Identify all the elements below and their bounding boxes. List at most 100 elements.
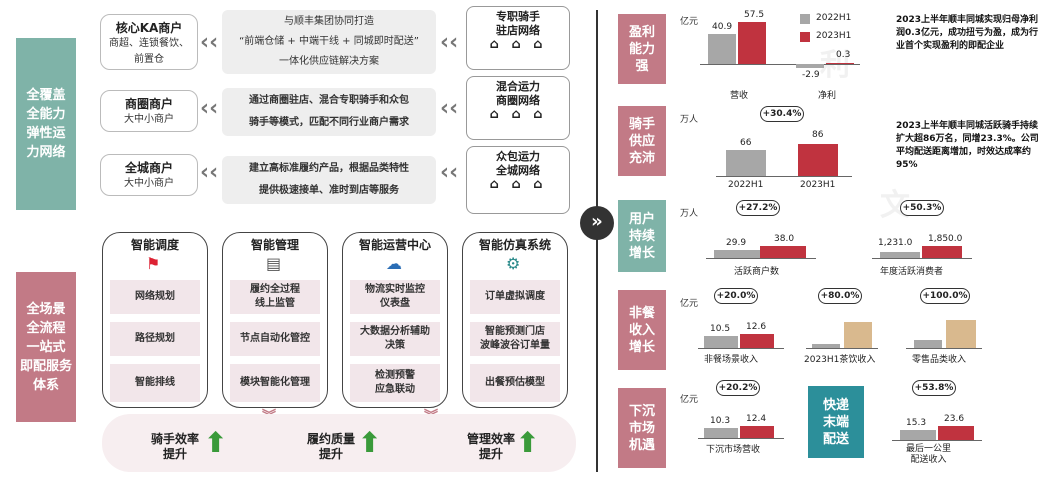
- list-item: 模块智能化管理: [230, 364, 320, 402]
- unit-label: 万人: [680, 209, 699, 219]
- bar-merchants-2023: [760, 246, 806, 258]
- bar-nonfood-2022: [704, 336, 738, 348]
- legend-label: 2023H1: [816, 31, 852, 41]
- axis-line: [906, 348, 982, 349]
- bar-revenue-2023: [738, 22, 766, 64]
- merchant-business-district: 商圈商户 大中小商户: [100, 90, 198, 132]
- box-user-growth: 用户 持续 增长: [618, 200, 666, 272]
- bar-retail-2022: [914, 340, 942, 348]
- house-icon: ⌂ ⌂ ⌂: [489, 177, 547, 192]
- value-label: 12.4: [746, 414, 767, 424]
- chevron-left-icon: ‹‹: [440, 96, 459, 121]
- growth-badge: +20.0%: [714, 288, 758, 304]
- category-label: 净利: [818, 91, 837, 101]
- category-label: 年度活跃消费者: [880, 267, 944, 277]
- axis-line: [700, 64, 860, 65]
- note-rider: 2023上半年顺丰同城活跃骑手持续扩大超86万名，同增23.3%。公司平均配送距…: [896, 121, 1039, 170]
- category-label: 营收: [730, 91, 749, 101]
- list-item: 节点自动化管控: [230, 322, 320, 356]
- bar-express-2022: [900, 430, 936, 440]
- growth-badge: +50.3%: [900, 200, 944, 216]
- merchant-title: 全城商户: [124, 161, 173, 175]
- solution-box: 与顺丰集团协同打造 “前端仓储 + 中端干线 + 同城即时配送” 一体化供应链解…: [222, 10, 436, 74]
- arrow-up-icon: ⬆: [204, 426, 228, 459]
- value-label: 38.0: [774, 234, 795, 244]
- growth-badge: +30.4%: [760, 106, 804, 122]
- house-icon: ⌂ ⌂ ⌂: [489, 107, 547, 122]
- axis-line: [872, 258, 972, 259]
- chevron-left-icon: ‹‹: [440, 160, 459, 185]
- note-profit: 2023上半年顺丰同城实现归母净利润0.3亿元，成功扭亏为盈，成为行业首个实现盈…: [896, 15, 1039, 51]
- efficiency-band: [102, 414, 576, 472]
- bar-nonfood-2023: [740, 334, 774, 348]
- bar-tea-2023: [844, 322, 872, 348]
- axis-line: [698, 438, 784, 439]
- network-crowdsource: 众包运力 全城网络 ⌂ ⌂ ⌂: [466, 146, 570, 214]
- document-chart-icon: ▤: [266, 254, 282, 273]
- list-item: 出餐预估模型: [470, 364, 560, 402]
- legend-swatch-2023: [800, 32, 810, 42]
- axis-line: [698, 348, 784, 349]
- merchant-title: 商圈商户: [124, 97, 173, 111]
- service-box: 建立高标准履约产品，根据品类特性 提供极速接单、准时到店等服务: [222, 156, 436, 204]
- list-item: 大数据分析辅助 决策: [350, 322, 440, 356]
- column-title: 智能运营中心: [358, 238, 431, 252]
- value-label: 10.3: [710, 416, 731, 426]
- bar-express-2023: [938, 426, 974, 440]
- box-rider-supply: 骑手 供应 充沛: [618, 106, 666, 176]
- chevron-left-icon: ‹‹: [200, 160, 219, 185]
- value-label: 0.3: [836, 50, 851, 60]
- bar-consumers-2023: [922, 246, 962, 258]
- growth-badge: +80.0%: [818, 288, 862, 304]
- list-item: 智能预测门店 波峰波谷订单量: [470, 322, 560, 356]
- bar-merchants-2022: [714, 250, 760, 258]
- category-label: 2022H1: [728, 180, 764, 190]
- unit-label: 亿元: [680, 395, 699, 405]
- map-pin-icon: ⚑: [146, 254, 161, 273]
- box-profitability: 盈利 能力 强: [618, 14, 666, 84]
- value-label: 86: [812, 130, 824, 140]
- value-label: 40.9: [712, 22, 733, 32]
- growth-badge: +27.2%: [736, 200, 780, 216]
- gear-globe-icon: ⚙: [506, 254, 521, 273]
- bar-sinking-2023: [740, 426, 774, 438]
- bar-revenue-2022: [708, 34, 736, 64]
- arrow-up-icon: ⬆: [516, 426, 540, 459]
- category-label: 最后一公里 配送收入: [906, 444, 952, 465]
- value-label: 57.5: [744, 10, 765, 20]
- value-label: 66: [740, 138, 752, 148]
- list-item: 履约全过程 线上监管: [230, 280, 320, 314]
- list-item: 路径规划: [110, 322, 200, 356]
- merchant-desc: 商超、连锁餐饮、 前置仓: [109, 38, 189, 65]
- efficiency-management: 管理效率 提升: [466, 432, 515, 461]
- list-item: 网络规划: [110, 280, 200, 314]
- value-label: 29.9: [726, 238, 747, 248]
- value-label: 23.6: [944, 414, 965, 424]
- label-one-stop-service: 全场景 全流程 一站式 即配服务 体系: [16, 272, 76, 422]
- value-label: 12.6: [746, 322, 767, 332]
- chevron-left-icon: ‹‹: [200, 96, 219, 121]
- list-item: 订单虚拟调度: [470, 280, 560, 314]
- value-label: 1,231.0: [878, 238, 913, 248]
- bar-retail-2023: [946, 320, 976, 348]
- growth-badge: +20.2%: [716, 380, 760, 396]
- network-mixed: 混合运力 商圈网络 ⌂ ⌂ ⌂: [466, 76, 570, 140]
- bar-rider-2023: [798, 144, 838, 176]
- box-sinking-market: 下沉 市场 机遇: [618, 388, 666, 468]
- growth-badge: +100.0%: [920, 288, 970, 304]
- merchant-title: 核心KA商户: [115, 21, 183, 35]
- legend-swatch-2022: [800, 14, 810, 24]
- legend-label: 2022H1: [816, 13, 852, 23]
- bar-tea-2022: [812, 344, 840, 348]
- efficiency-quality: 履约质量 提升: [306, 432, 355, 461]
- growth-badge: +53.8%: [912, 380, 956, 396]
- category-label: 活跃商户数: [734, 267, 780, 277]
- label-elastic-network: 全覆盖 全能力 弹性运 力网络: [16, 38, 76, 210]
- axis-line: [706, 258, 816, 259]
- cloud-network-icon: ☁: [386, 254, 402, 273]
- column-title: 智能仿真系统: [478, 238, 551, 252]
- chevron-left-icon: ‹‹: [200, 30, 219, 55]
- divider: [596, 10, 598, 472]
- chevron-left-icon: ‹‹: [440, 30, 459, 55]
- box-nonfood-growth: 非餐 收入 增长: [618, 290, 666, 370]
